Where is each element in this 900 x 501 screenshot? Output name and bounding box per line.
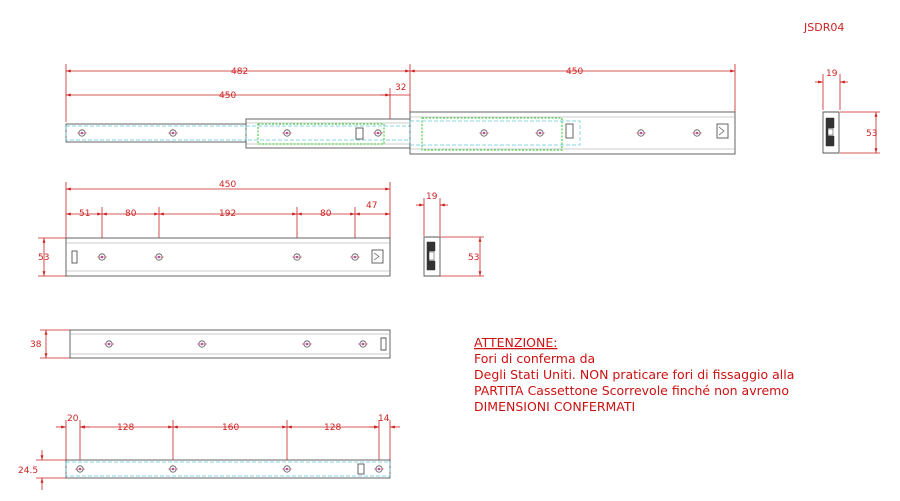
end1-dim-19: 19 (826, 69, 838, 79)
note-line-1: Fori di conferma da (474, 351, 595, 366)
dim-450-left: 450 (219, 91, 236, 101)
v2-dim-80a: 80 (125, 209, 137, 219)
end-view-1: 19 53 (815, 69, 880, 154)
warning-note: ATTENZIONE: Fori di conferma da Degli St… (474, 335, 794, 414)
v2-dim-53: 53 (38, 253, 49, 263)
view-closed-slide: 450 51 80 192 80 47 53 (38, 180, 391, 277)
drawing-code: JSDR04 (803, 21, 844, 34)
v4-dim-128a: 128 (117, 423, 134, 433)
v3-dim-38: 38 (30, 340, 42, 350)
note-line-4: DIMENSIONI CONFERMATI (474, 399, 635, 414)
end-view-2: 19 53 (416, 192, 484, 277)
end2-dim-53: 53 (468, 253, 479, 263)
v2-dim-47: 47 (366, 201, 377, 211)
v4-dim-24-5: 24.5 (18, 466, 38, 476)
v4-dim-128b: 128 (324, 423, 341, 433)
v2-dim-80b: 80 (320, 209, 332, 219)
note-line-3: PARTITA Cassettone Scorrevole finché non… (474, 383, 789, 398)
v2-dim-192: 192 (219, 209, 236, 219)
v2-dim-51: 51 (79, 209, 90, 219)
dim-482: 482 (231, 67, 248, 77)
end2-dim-19: 19 (426, 192, 438, 202)
v4-dim-160: 160 (222, 423, 239, 433)
v2-dim-450: 450 (219, 180, 236, 190)
dim-32: 32 (395, 83, 406, 93)
view-thin-rail: 20 128 160 128 14 24.5 (18, 414, 400, 490)
view-extended-slide: 482 450 450 32 (65, 64, 736, 155)
v4-dim-14: 14 (378, 414, 390, 424)
end1-dim-53: 53 (866, 129, 877, 139)
v4-dim-20: 20 (67, 414, 79, 424)
view-inner-member: 38 (30, 329, 391, 359)
note-line-2: Degli Stati Uniti. NON praticare fori di… (474, 367, 794, 382)
dim-450-right: 450 (566, 67, 583, 77)
note-title: ATTENZIONE: (474, 335, 557, 350)
